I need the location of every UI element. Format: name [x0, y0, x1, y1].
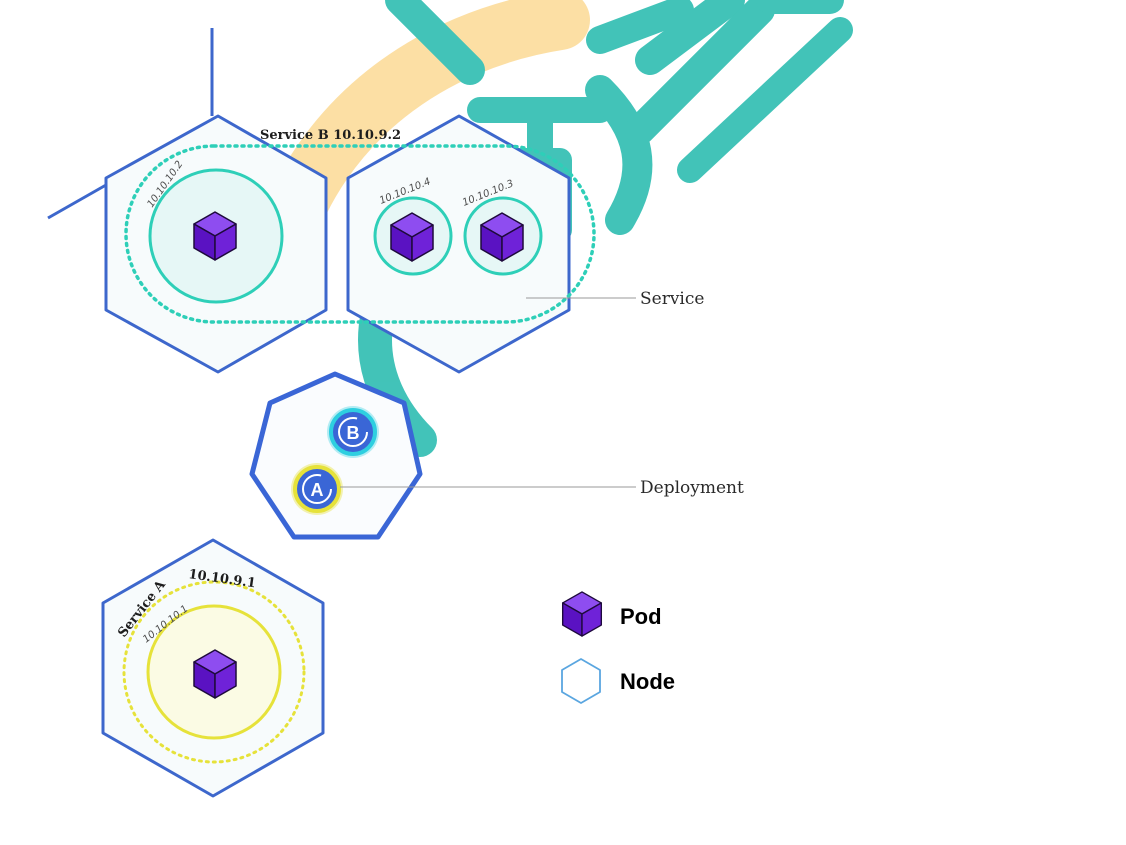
legend-node-label: Node	[620, 669, 675, 694]
replica-b-ring	[329, 408, 377, 456]
node-hexagon-2	[346, 114, 571, 374]
replica-a-inner	[302, 474, 332, 504]
legend-pod-label: Pod	[620, 604, 662, 629]
replica-b-inner	[338, 417, 368, 447]
network-lines	[47, 28, 214, 220]
replica-a-ring	[293, 465, 341, 513]
legend-node-icon	[561, 658, 601, 704]
replica-a-letter: A	[311, 480, 324, 500]
service-callout-label: Service	[640, 289, 704, 309]
deployment-callout-label: Deployment	[640, 478, 744, 498]
legend: Pod Node	[561, 591, 675, 704]
service-b-boundary	[124, 144, 596, 324]
legend-pod-icon	[561, 591, 603, 637]
deployment-heptagon	[249, 371, 423, 540]
service-a-boundary	[122, 580, 306, 764]
service-b-title: Service B 10.10.9.2	[260, 128, 401, 143]
replica-b-letter: B	[347, 423, 360, 443]
